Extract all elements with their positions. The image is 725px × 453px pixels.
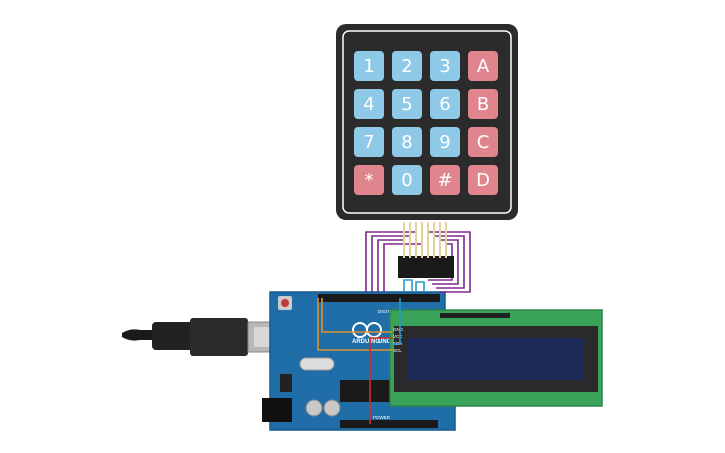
digital-label: DIGITAL xyxy=(378,309,396,314)
key-label: 6 xyxy=(439,94,450,115)
i2c-wire xyxy=(415,281,425,292)
lcd-pin-gnd: GND xyxy=(393,327,404,332)
key-label: 9 xyxy=(439,132,450,153)
i2c-wire xyxy=(403,279,413,292)
key-label: # xyxy=(437,170,452,191)
key-7[interactable]: 7 xyxy=(354,127,384,157)
key-star[interactable]: * xyxy=(354,165,384,195)
key-b[interactable]: B xyxy=(468,89,498,119)
key-6[interactable]: 6 xyxy=(430,89,460,119)
key-label: B xyxy=(477,94,489,115)
i2c-wire xyxy=(392,298,401,345)
key-label: 2 xyxy=(401,56,412,77)
keypad[interactable]: 1 2 3 A 4 5 6 B 7 8 9 C * 0 # D xyxy=(336,24,518,220)
key-8[interactable]: 8 xyxy=(392,127,422,157)
lcd-pin-header[interactable] xyxy=(440,313,510,318)
arduino-logo xyxy=(352,322,382,338)
key-d[interactable]: D xyxy=(468,165,498,195)
atmega-chip xyxy=(340,380,390,402)
arduino-model: UNO xyxy=(378,339,392,345)
digital-header[interactable] xyxy=(318,294,440,302)
key-0[interactable]: 0 xyxy=(392,165,422,195)
key-label: A xyxy=(477,56,490,77)
power-label: POWER xyxy=(373,415,391,420)
key-c[interactable]: C xyxy=(468,127,498,157)
key-a[interactable]: A xyxy=(468,51,498,81)
key-3[interactable]: 3 xyxy=(430,51,460,81)
power-jack[interactable] xyxy=(262,398,292,422)
key-label: 7 xyxy=(363,132,374,153)
key-1[interactable]: 1 xyxy=(354,51,384,81)
key-5[interactable]: 5 xyxy=(392,89,422,119)
lcd-module[interactable]: GND VCC SDA SCL xyxy=(389,309,603,407)
key-label: 0 xyxy=(401,170,412,191)
key-label: 3 xyxy=(439,56,450,77)
vcc-wire xyxy=(369,337,392,424)
key-hash[interactable]: # xyxy=(430,165,460,195)
arduino-brand: ARDUINO xyxy=(352,339,380,345)
lcd-pin-scl: SCL xyxy=(393,348,402,353)
capacitor xyxy=(323,399,341,417)
key-9[interactable]: 9 xyxy=(430,127,460,157)
key-label: 5 xyxy=(401,94,412,115)
power-wire xyxy=(321,298,392,333)
usb-cable[interactable] xyxy=(122,318,293,356)
lcd-pin-vcc: VCC xyxy=(393,334,403,339)
regulator xyxy=(280,374,292,392)
lcd-screen xyxy=(408,338,584,380)
key-label: C xyxy=(477,132,490,153)
keypad-connector[interactable] xyxy=(398,222,454,278)
power-wire xyxy=(317,298,392,351)
key-2[interactable]: 2 xyxy=(392,51,422,81)
key-label: D xyxy=(476,170,490,191)
key-label: * xyxy=(365,170,374,191)
key-label: 8 xyxy=(401,132,412,153)
capacitor xyxy=(305,399,323,417)
key-label: 4 xyxy=(363,94,374,115)
key-4[interactable]: 4 xyxy=(354,89,384,119)
power-header[interactable] xyxy=(340,420,438,428)
crystal xyxy=(299,357,335,371)
key-label: 1 xyxy=(363,56,374,77)
